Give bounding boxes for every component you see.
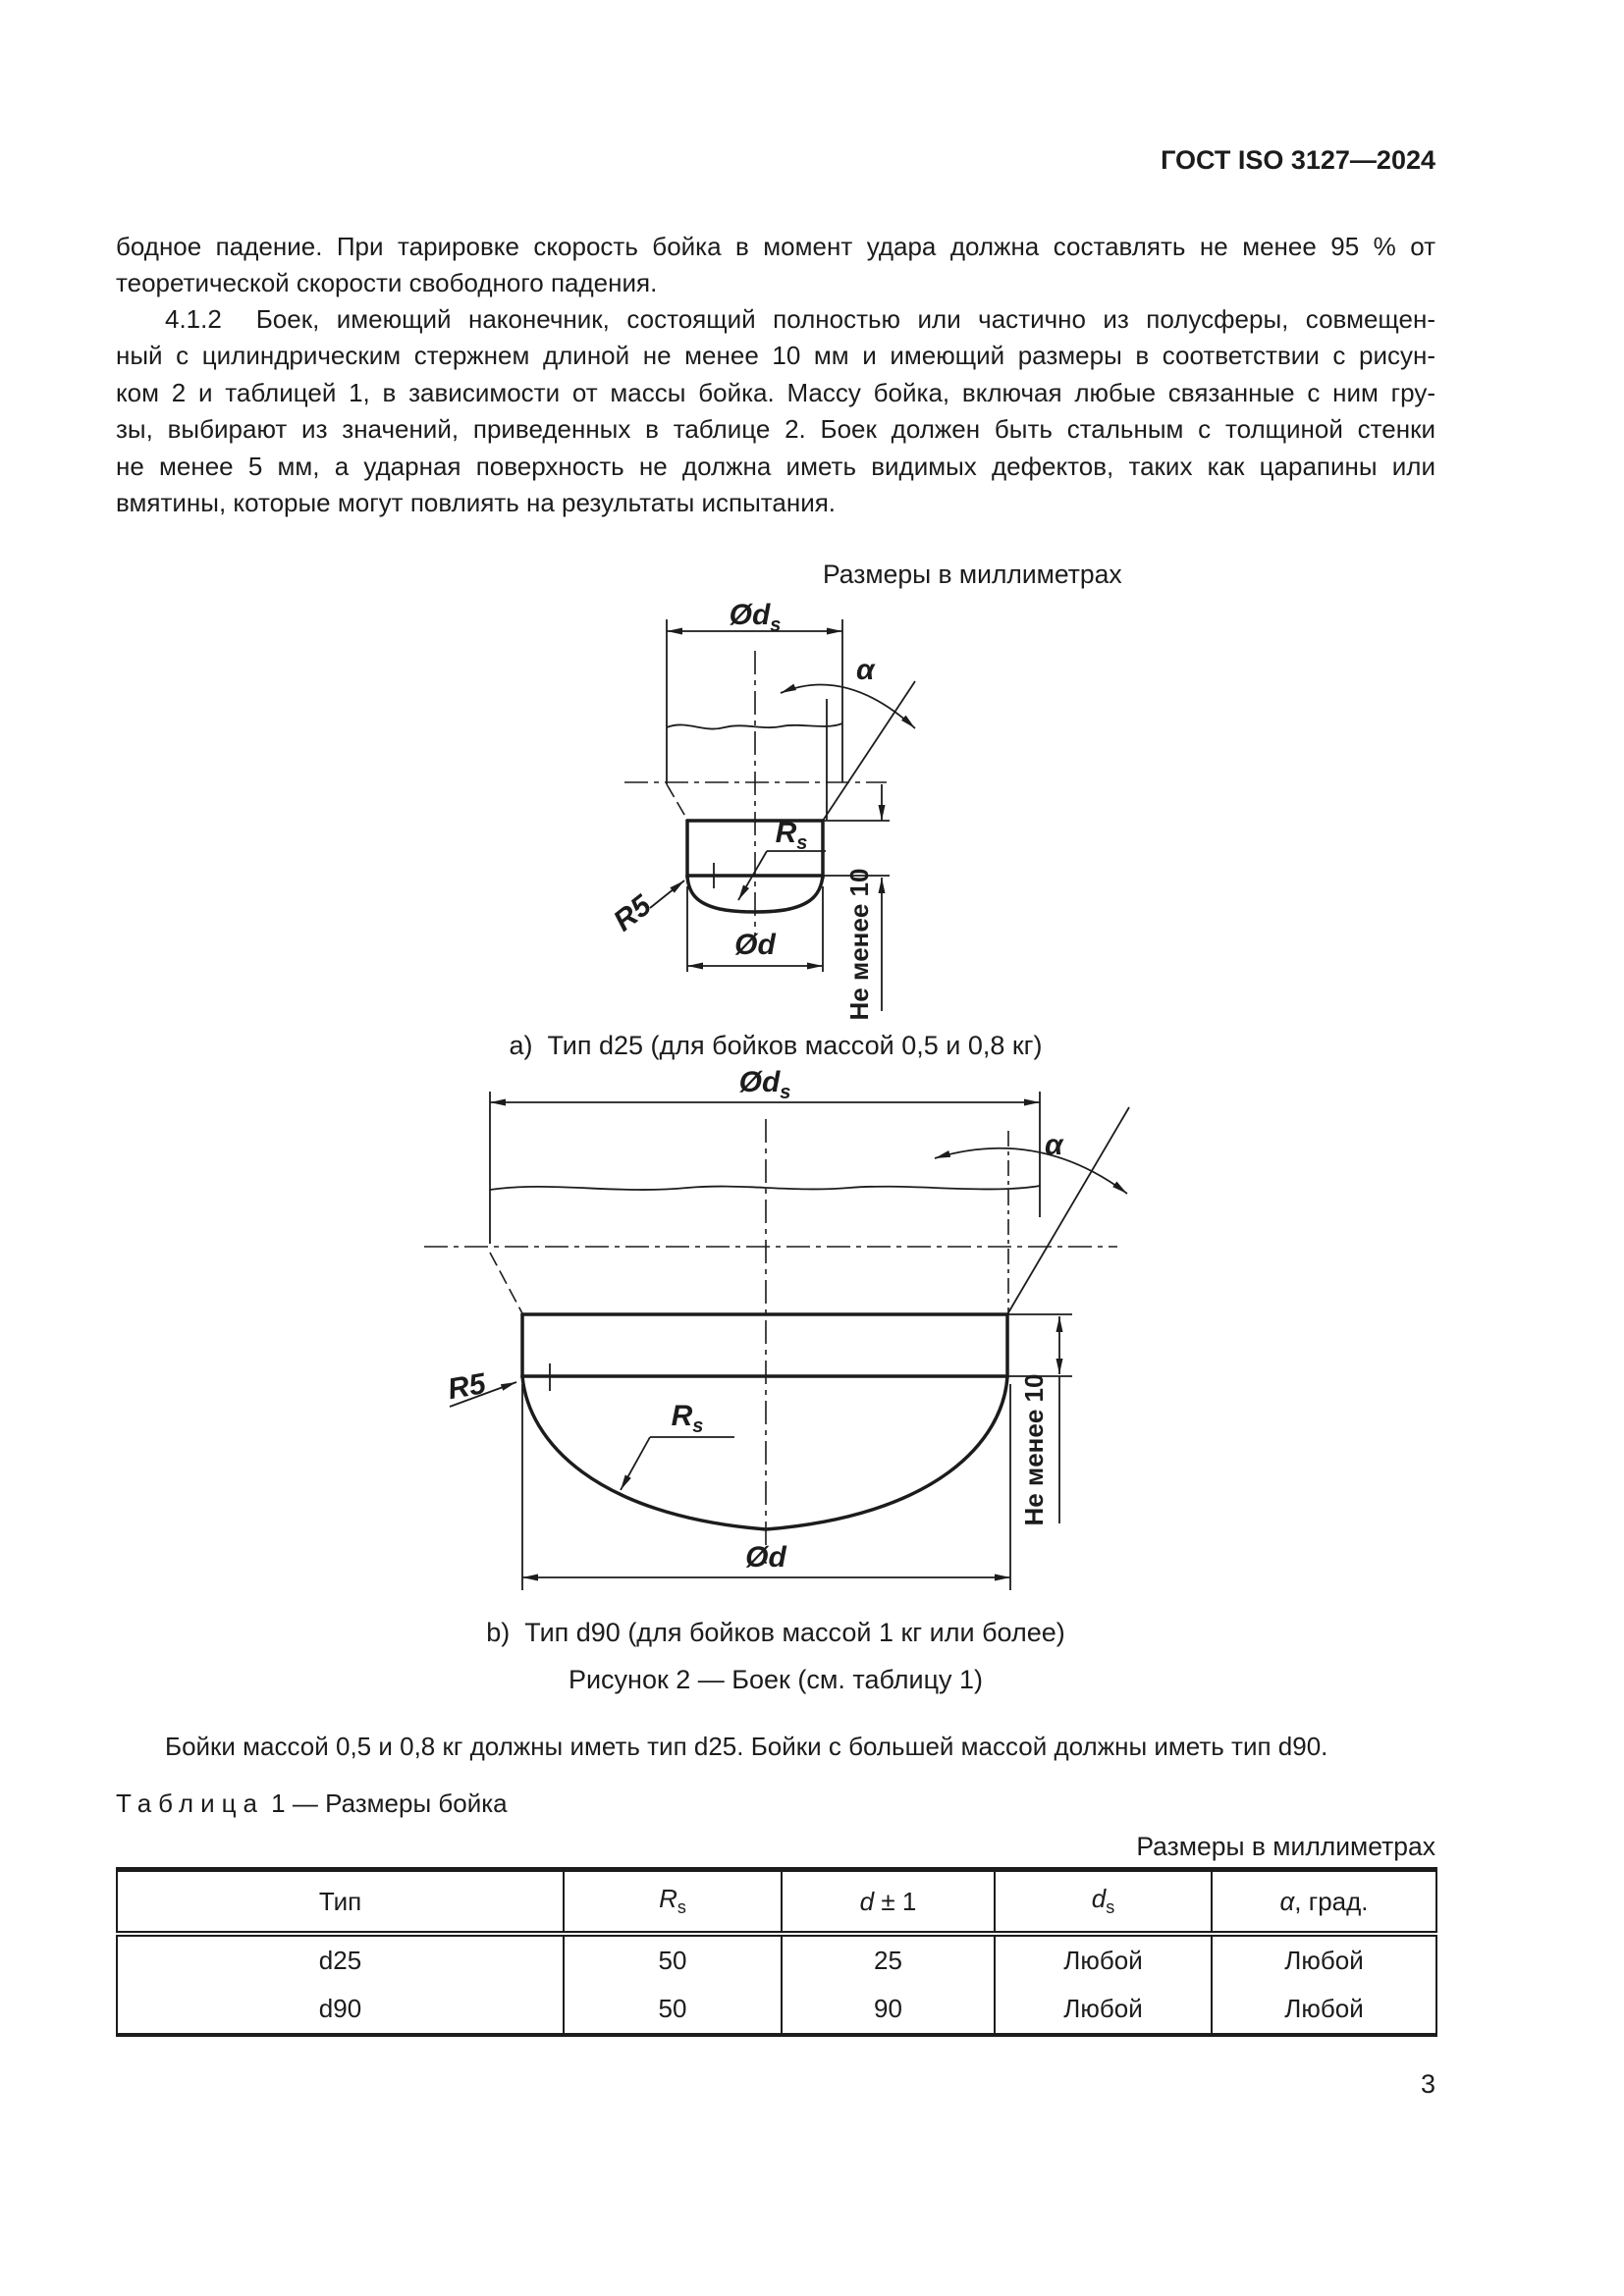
table-cell: d90 [116, 1985, 565, 2035]
table-cell: Любой [1211, 1985, 1437, 2035]
dim-label-ds: Øds [739, 1066, 791, 1103]
hemisphere [520, 1374, 1009, 1531]
table-cell: 50 [563, 1934, 783, 1985]
units-note: Размеры в миллиметрах [1136, 1832, 1435, 1861]
text-line: не менее 5 мм, а ударная поверхность не … [116, 451, 1435, 481]
text-line: зы, выбирают из значений, приведенных в … [116, 414, 1435, 445]
alpha-label: α [1045, 1129, 1064, 1161]
table-cell: 25 [781, 1934, 996, 1985]
page-number: 3 [1420, 2069, 1435, 2099]
text-line: вмятины, которые могут повлиять на резул… [116, 488, 837, 518]
rs-label: Rs [672, 1400, 704, 1437]
figure-b-caption: b) Тип d90 (для бойков массой 1 кг или б… [486, 1618, 1065, 1647]
dim-label-d: Ød [745, 1541, 786, 1574]
min10-label: Не менее 10 [1019, 1374, 1049, 1526]
table-title: Таблица 1 — Размеры бойка [116, 1789, 1435, 1819]
table-cell: d25 [116, 1934, 565, 1985]
table-cell: 90 [781, 1985, 996, 2035]
figure-b-technical-drawing: Øds α R5 Rs Ød Не менее 1 [424, 1066, 1130, 1590]
column-header: α, град. [1211, 1869, 1437, 1937]
r5-label: R5 [608, 888, 659, 937]
text-line: ный с цилиндрическим стержнем длиной не … [116, 341, 1435, 371]
paragraph: 4.1.2 Боек, имеющий наконечник, состоящи… [116, 301, 1435, 521]
taper-line [666, 783, 688, 821]
cone-angle-line [1006, 1106, 1130, 1315]
r5-leader [449, 1381, 517, 1408]
text-line: теоретической скорости свободного падени… [116, 268, 658, 298]
paragraph: Бойки массой 0,5 и 0,8 кг должны иметь т… [165, 1732, 1328, 1761]
rs-leader [620, 1436, 651, 1491]
units-note: Размеры в миллиметрах [823, 560, 1122, 589]
rs-label: Rs [776, 817, 808, 854]
text-line: 4.1.2 Боек, имеющий наконечник, состоящи… [165, 304, 1435, 334]
figure-a-caption: a) Тип d25 (для бойков массой 0,5 и 0,8 … [509, 1031, 1043, 1060]
break-line [489, 1185, 1041, 1191]
spherical-cap [685, 874, 825, 914]
figure-caption: Рисунок 2 — Боек (см. таблицу 1) [568, 1665, 984, 1694]
cone-angle-line [822, 680, 916, 822]
column-header: Тип [116, 1869, 565, 1937]
min10-label: Не менее 10 [844, 869, 874, 1021]
dim-label-ds: Øds [730, 599, 782, 636]
angle-arc [934, 1147, 1128, 1195]
column-header: Rs [563, 1869, 783, 1937]
text-line: бодное падение. При тарировке скорость б… [116, 232, 1435, 261]
paragraph: бодное падение. При тарировке скорость б… [116, 229, 1435, 302]
dim-label-d: Ød [734, 929, 776, 961]
angle-arc [780, 683, 916, 729]
table-title-rest: 1 — Размеры бойка [263, 1789, 508, 1818]
alpha-label: α [856, 654, 876, 686]
table-cell: Любой [1211, 1934, 1437, 1985]
table-cell: 50 [563, 1985, 783, 2035]
table-cell: Любой [994, 1934, 1213, 1985]
rs-leader [737, 850, 768, 901]
figure-a-technical-drawing: Øds α R5 Rs Ød Не менее 1 [608, 599, 916, 1021]
column-header: d ± 1 [781, 1869, 996, 1937]
table-cell: Любой [994, 1985, 1213, 2035]
table-title-word: Таблица [116, 1789, 264, 1818]
text-line: ком 2 и таблицей 1, в зависимости от мас… [116, 377, 1435, 407]
page-header-title: ГОСТ ISO 3127—2024 [1161, 145, 1435, 175]
column-header: ds [994, 1869, 1213, 1937]
taper-line [489, 1252, 523, 1314]
r5-leader [649, 880, 685, 909]
